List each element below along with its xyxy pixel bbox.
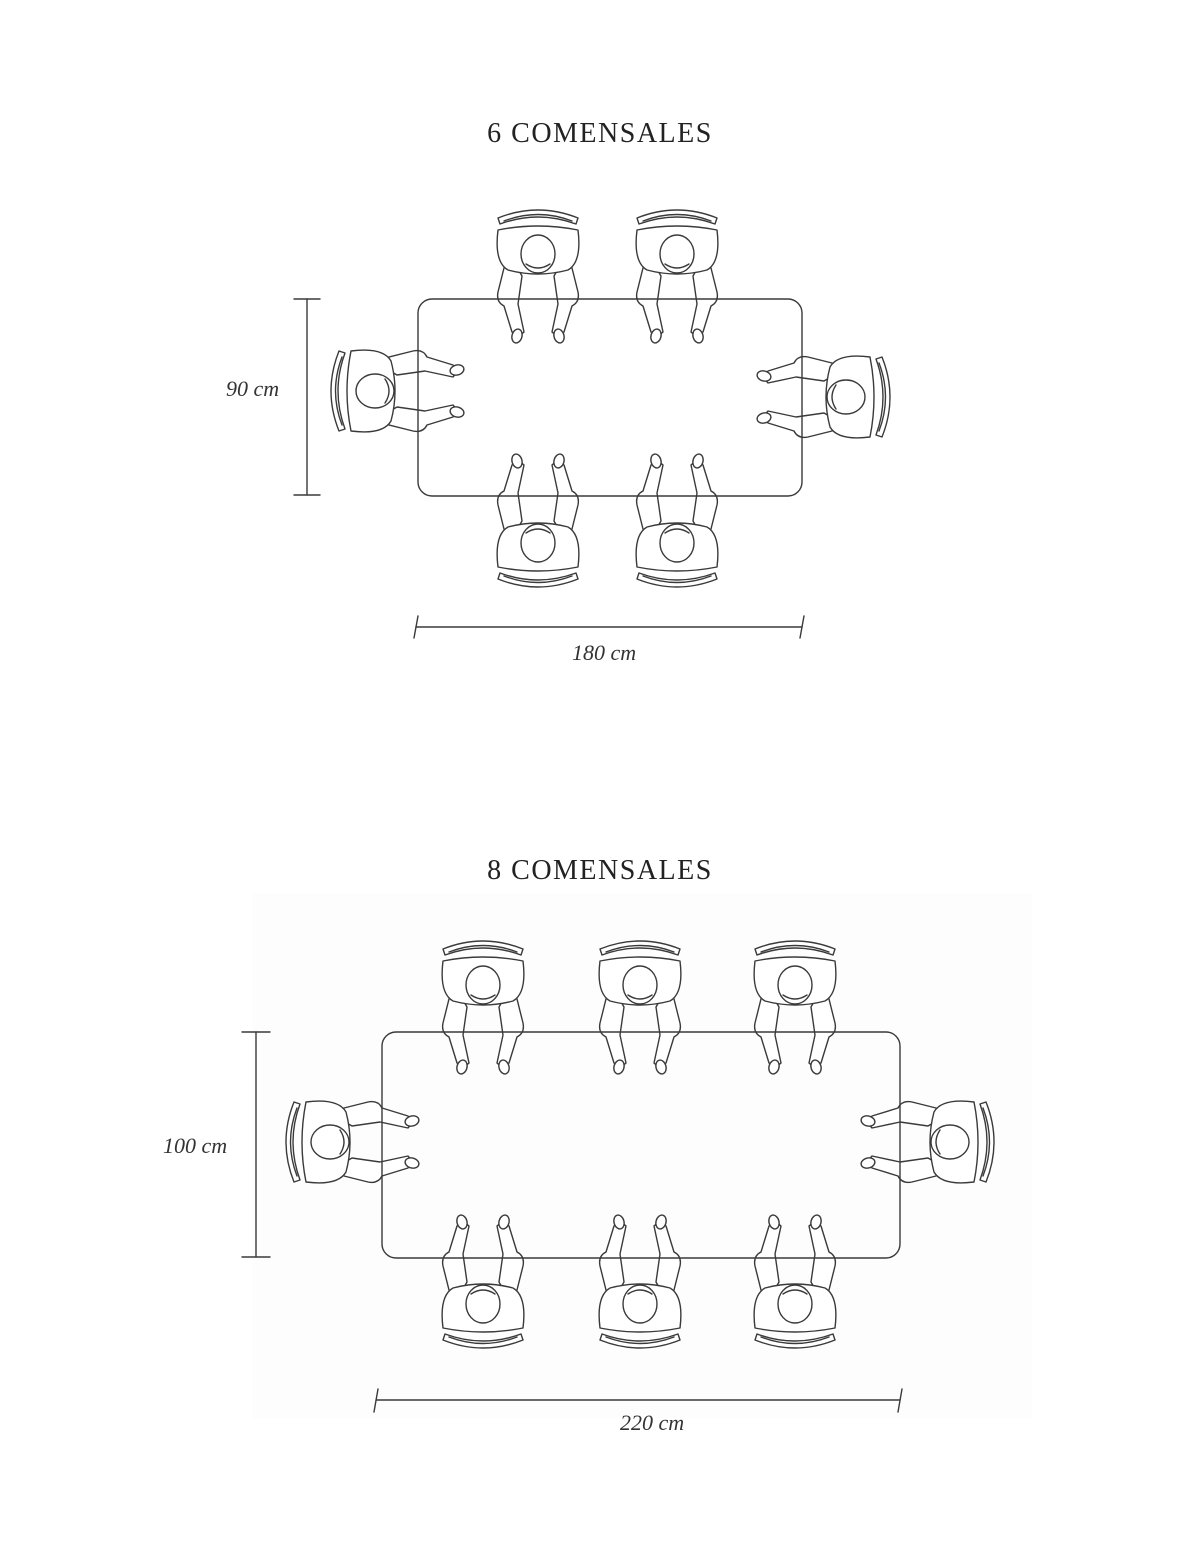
diner-icon — [441, 940, 525, 1076]
diagram-1-width-label: 180 cm — [572, 640, 637, 665]
diner-icon — [753, 1213, 837, 1349]
diner-icon — [441, 1213, 525, 1349]
diagram-1-depth-label: 90 cm — [226, 376, 280, 401]
diner-icon — [496, 209, 580, 345]
diner-icon — [598, 940, 682, 1076]
diagram-2-title: 8 COMENSALES — [487, 855, 713, 886]
diagram-2-width-label: 220 cm — [620, 1410, 685, 1435]
diagram-1 — [293, 209, 891, 639]
diner-icon — [755, 355, 891, 439]
table-6-outline — [417, 298, 803, 497]
diagram-2 — [241, 940, 995, 1413]
diner-icon — [635, 209, 719, 345]
diagram-1-title: 6 COMENSALES — [487, 118, 713, 149]
diner-icon — [598, 1213, 682, 1349]
diner-icon — [635, 452, 719, 588]
diner-icon — [496, 452, 580, 588]
table-8-outline — [381, 1031, 901, 1259]
diagram-2-depth-label: 100 cm — [163, 1133, 228, 1158]
diner-icon — [285, 1100, 421, 1184]
diner-icon — [859, 1100, 995, 1184]
diner-icon — [753, 940, 837, 1076]
diner-icon — [330, 349, 466, 433]
